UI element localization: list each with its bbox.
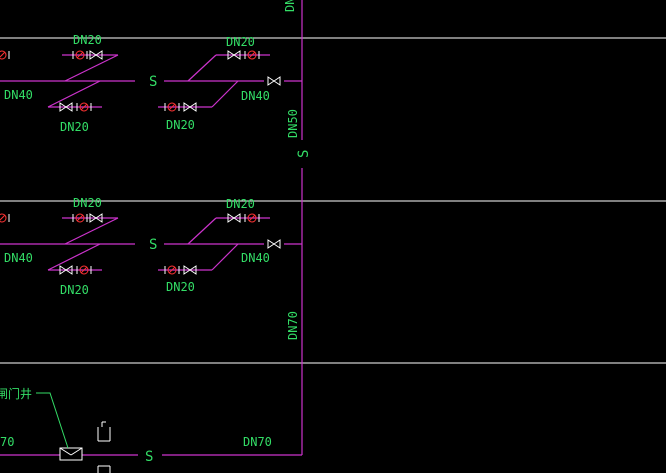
row2-top-left-label: DN20 — [73, 196, 102, 210]
diag-top-left — [64, 54, 119, 82]
gate-valve-icon — [267, 239, 281, 249]
gate-valve-icon — [183, 102, 197, 112]
diag-top-right — [187, 54, 217, 82]
floor-lines — [0, 37, 666, 364]
row1-sewer-label: S — [149, 74, 157, 90]
check-valve-icon — [244, 50, 260, 60]
diag-bottom-left — [47, 80, 101, 108]
row1-right-main-label: DN40 — [241, 89, 270, 103]
branch-row-2 — [0, 213, 302, 275]
row2-right-main-label: DN40 — [241, 251, 270, 265]
well-leader-line — [36, 392, 69, 449]
gate-valve-icon — [89, 50, 103, 60]
check-valve-icon — [72, 50, 88, 60]
water-meter-icon — [59, 447, 83, 461]
row2-bottom-right-label: DN20 — [166, 280, 195, 294]
gate-valve-icon — [183, 265, 197, 275]
branch-row-1 — [0, 50, 302, 112]
riser-s-label: S — [296, 150, 312, 158]
branch-rows — [0, 50, 302, 275]
gate-valve-icon — [59, 102, 73, 112]
gate-valve-icon — [267, 76, 281, 86]
diag-bottom-right — [211, 80, 239, 108]
riser-dn50-label: DN50 — [286, 109, 300, 138]
bottom-left-main-label: 70 — [0, 435, 14, 449]
row1-left-main-label: DN40 — [4, 88, 33, 102]
bottom-main — [0, 392, 302, 473]
labels: DN DN20 DN20 DN40 DN40 DN20 DN20 S DN50 … — [0, 0, 312, 465]
check-valve-icon — [0, 50, 10, 60]
diag-bottom-right — [211, 243, 239, 271]
faucet-icon — [97, 421, 111, 473]
gate-valve-icon — [59, 265, 73, 275]
well-note-label: 闸门井 — [0, 386, 32, 401]
gate-valve-icon — [227, 50, 241, 60]
bottom-right-main-label: DN70 — [243, 435, 272, 449]
row1-top-right-label: DN20 — [226, 35, 255, 49]
check-valve-icon — [76, 265, 92, 275]
row1-top-left-label: DN20 — [73, 33, 102, 47]
diag-top-left — [64, 217, 119, 245]
gate-valve-icon — [227, 213, 241, 223]
check-valve-icon — [164, 265, 180, 275]
check-valve-icon — [244, 213, 260, 223]
row1-bottom-left-label: DN20 — [60, 120, 89, 134]
riser-dn70-label: DN70 — [286, 311, 300, 340]
check-valve-icon — [76, 102, 92, 112]
check-valve-icon — [72, 213, 88, 223]
row1-bottom-right-label: DN20 — [166, 118, 195, 132]
diag-top-right — [187, 217, 217, 245]
row2-top-right-label: DN20 — [226, 197, 255, 211]
row2-left-main-label: DN40 — [4, 251, 33, 265]
check-valve-icon — [0, 213, 10, 223]
row2-bottom-left-label: DN20 — [60, 283, 89, 297]
check-valve-icon — [164, 102, 180, 112]
diag-bottom-left — [47, 243, 101, 271]
bottom-sewer-label: S — [145, 449, 153, 465]
gate-valve-icon — [89, 213, 103, 223]
riser-top-label: DN — [283, 0, 297, 12]
row2-sewer-label: S — [149, 237, 157, 253]
